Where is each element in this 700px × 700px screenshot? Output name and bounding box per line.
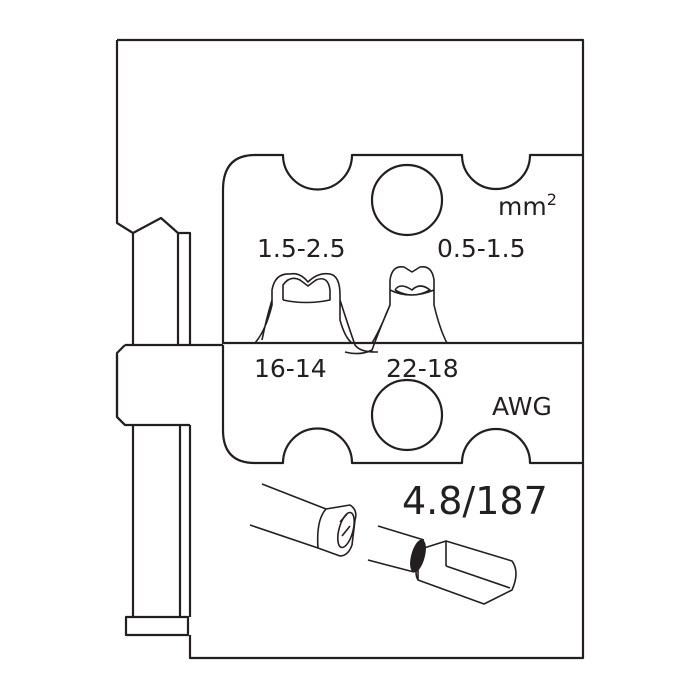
label-right-awg-range: 22-18 — [386, 354, 459, 383]
label-left-awg-range: 16-14 — [254, 354, 327, 383]
crimp-cavity-right — [344, 265, 448, 355]
label-terminal-size: 4.8/187 — [402, 479, 548, 523]
holder-frame — [115, 38, 585, 660]
upper-die-plate — [221, 153, 583, 345]
lower-die-plate — [221, 345, 583, 465]
label-mm2: mm2 — [498, 190, 557, 221]
lower-hole — [370, 378, 444, 452]
label-right-mm-range: 0.5-1.5 — [437, 234, 526, 263]
label-left-mm-range: 1.5-2.5 — [257, 234, 346, 263]
flat-receptacle-terminal-illustration — [249, 483, 517, 605]
crimp-cavity-left — [254, 272, 378, 353]
rail-foot — [124, 615, 190, 637]
upper-hole — [370, 163, 444, 237]
rail-notch — [116, 216, 192, 344]
bracket — [115, 343, 223, 617]
label-awg: AWG — [492, 392, 552, 421]
